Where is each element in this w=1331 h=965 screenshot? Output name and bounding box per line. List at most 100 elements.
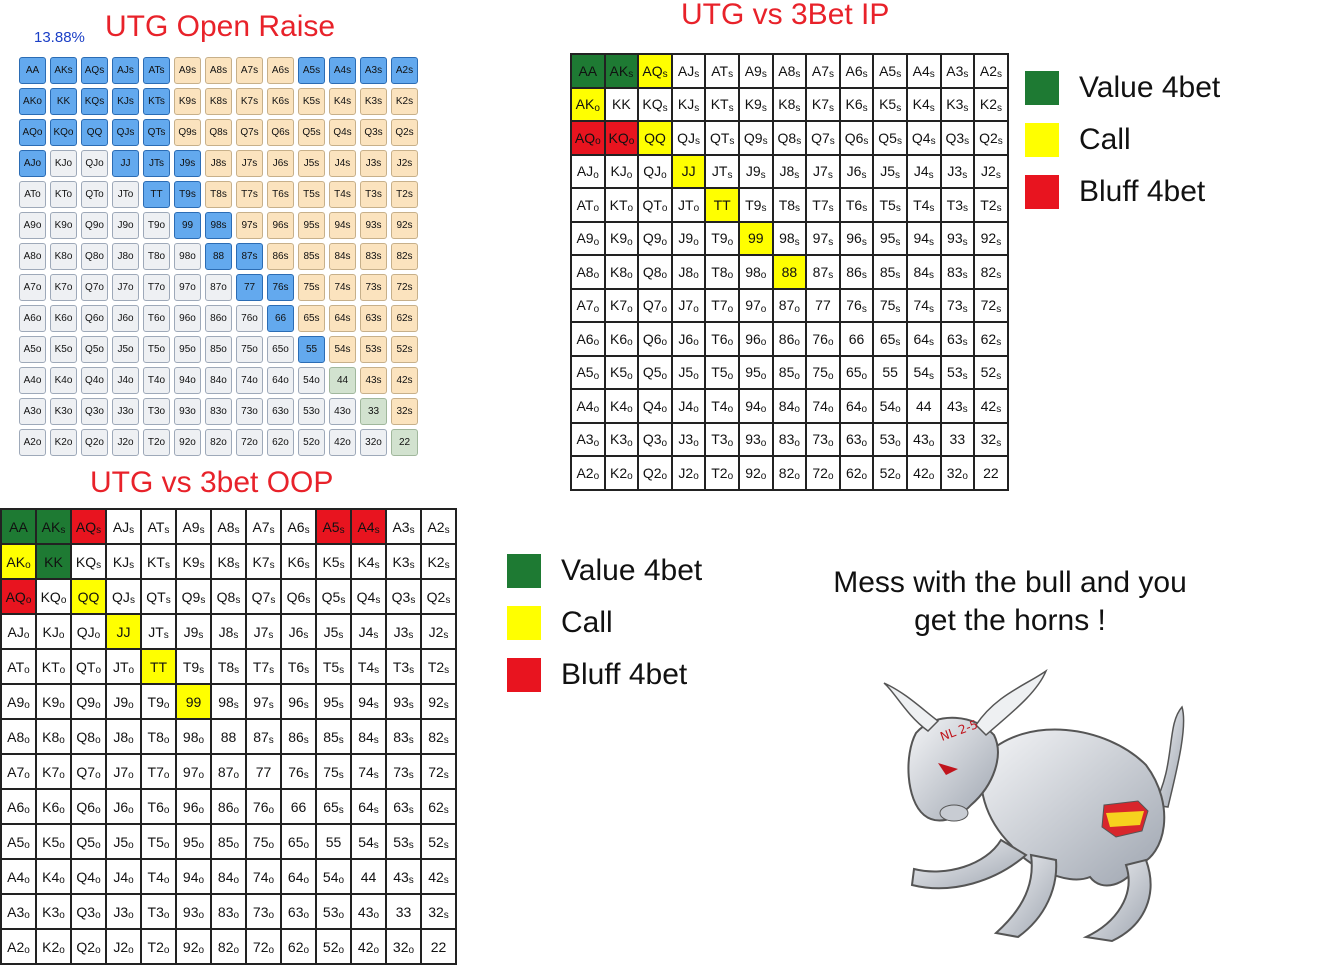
range-cell-73o: 73o — [236, 398, 263, 425]
bull-nostril — [939, 804, 969, 822]
range-cell-j2o: J2o — [112, 429, 139, 456]
range-cell-t4s: T4s — [329, 181, 356, 208]
vs3bet-oop-cell-aa: AA — [2, 510, 37, 545]
range-cell-a8s: A8s — [205, 57, 232, 84]
legend-item-call: Call — [1025, 114, 1220, 166]
range-cell-j7s: J7s — [236, 150, 263, 177]
range-cell-42o: 42o — [329, 429, 356, 456]
vs3bet-oop-cell-99: 99 — [177, 685, 212, 720]
range-cell-q9o: Q9o — [81, 212, 108, 239]
range-cell-j5o: J5o — [112, 336, 139, 363]
range-cell-ajs: AJs — [112, 57, 139, 84]
call-swatch — [507, 606, 541, 640]
range-cell-74s: 74s — [329, 274, 356, 301]
range-cell-ats: ATs — [143, 57, 170, 84]
range-cell-84s: 84s — [329, 243, 356, 270]
vs3bet-ip-cell-44: 44 — [907, 390, 942, 424]
value-4bet-swatch — [1025, 71, 1059, 105]
range-cell-99: 99 — [174, 212, 201, 239]
range-cell-q4s: Q4s — [329, 119, 356, 146]
vs3bet-ip-cell-tt: TT — [706, 189, 740, 223]
range-cell-53o: 53o — [298, 398, 325, 425]
legend-label-call: Call — [1079, 123, 1131, 156]
range-cell-tt: TT — [143, 181, 170, 208]
range-cell-kk: KK — [50, 88, 77, 115]
legend-label-bluff: Bluff 4bet — [1079, 175, 1206, 208]
range-cell-75o: 75o — [236, 336, 263, 363]
range-cell-kqo: KQo — [50, 119, 77, 146]
bull-leg-front — [910, 838, 1028, 890]
range-cell-j4o: J4o — [112, 367, 139, 394]
open-raise-percent: 13.88% — [34, 29, 85, 46]
range-cell-73s: 73s — [360, 274, 387, 301]
range-cell-k4o: K4o — [50, 367, 77, 394]
vs3bet-ip-cell-jj: JJ — [672, 155, 707, 189]
range-cell-t9s: T9s — [174, 181, 201, 208]
range-cell-kqs: KQs — [81, 88, 108, 115]
range-cell-k5o: K5o — [50, 336, 77, 363]
vs3bet-oop-cell-66: 66 — [282, 790, 317, 825]
range-cell-a3s: A3s — [360, 57, 387, 84]
range-cell-64o: 64o — [267, 367, 294, 394]
range-cell-84o: 84o — [205, 367, 232, 394]
